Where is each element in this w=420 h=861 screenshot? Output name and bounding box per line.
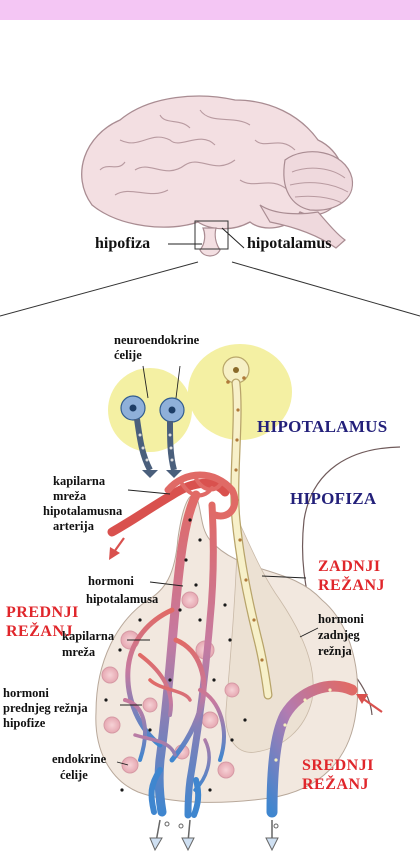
arterial-inflow-arrow-right bbox=[356, 694, 382, 712]
kapilarna-mreza-low-label-line2: mreža bbox=[62, 645, 95, 659]
neuroendokrine-label: neuroendokrine bbox=[114, 333, 199, 347]
arterial-inflow-arrow-left bbox=[109, 538, 124, 560]
prednji-rezanj-label: PREDNJI bbox=[6, 604, 79, 622]
hipotalamusna-arterija-label: hipotalamusna bbox=[43, 504, 122, 518]
hormoni-prednjeg-label: hormoni bbox=[3, 686, 49, 700]
hipotalamus-region-label: HIPOTALAMUS bbox=[257, 417, 388, 437]
hipotalamus-label: hipotalamus bbox=[247, 235, 331, 253]
hormoni-zadnjeg-label: hormoni bbox=[318, 612, 364, 626]
hormoni-hipotalamusa-label-line2: hipotalamusa bbox=[86, 592, 158, 606]
endokrine-celije-label-line2: ćelije bbox=[60, 768, 88, 782]
hipotalamus-leader bbox=[222, 228, 244, 248]
hormoni-prednjeg-label-line2: prednjeg režnja bbox=[3, 701, 88, 715]
zadnji-rezanj-label: ZADNJI bbox=[318, 558, 381, 576]
neuroendokrine-label-line2: ćelije bbox=[114, 348, 142, 362]
srednji-rezanj-label-line2: REŽANJ bbox=[302, 776, 369, 794]
outflow-arrows bbox=[150, 820, 278, 850]
endokrine-celije-label: endokrine bbox=[52, 752, 106, 766]
hipofiza-label: hipofiza bbox=[95, 235, 150, 253]
hormoni-prednjeg-label-line3: hipofize bbox=[3, 716, 45, 730]
zoom-line-right bbox=[232, 262, 420, 316]
zadnji-rezanj-label-line2: REŽANJ bbox=[318, 577, 385, 595]
srednji-rezanj-label: SREDNJI bbox=[302, 757, 374, 775]
hormoni-zadnjeg-label-line3: režnja bbox=[318, 644, 352, 658]
hormoni-zadnjeg-label-line2: zadnjeg bbox=[318, 628, 360, 642]
brain-illustration bbox=[82, 96, 353, 256]
kapilarna-mreza-low-label: kapilarna bbox=[62, 629, 114, 643]
kapilarna-mreza-top-label: kapilarna bbox=[53, 474, 105, 488]
hipotalamusna-arterija-label-line2: arterija bbox=[53, 519, 94, 533]
zoom-line-left bbox=[0, 262, 198, 316]
hipofiza-region-label: HIPOFIZA bbox=[290, 489, 376, 509]
hormoni-hipotalamusa-label: hormoni bbox=[88, 574, 134, 588]
kapilarna-mreza-top-label-line2: mreža bbox=[53, 489, 86, 503]
